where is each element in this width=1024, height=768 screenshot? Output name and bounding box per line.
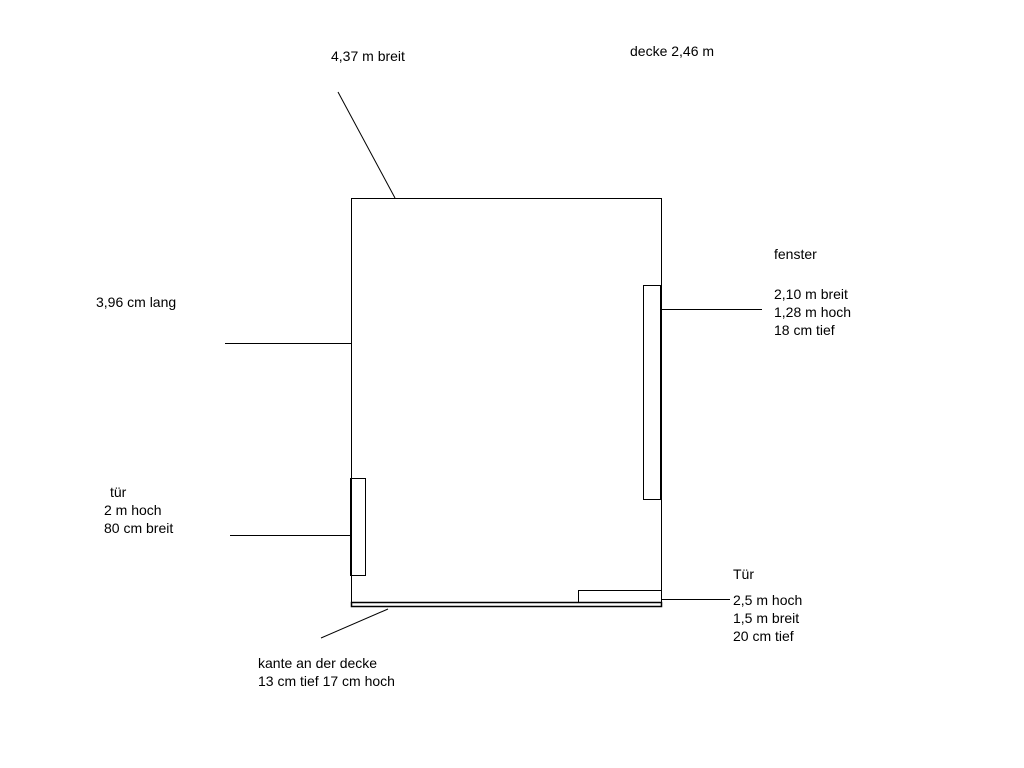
bottom-door-title: Tür xyxy=(733,566,754,582)
window-label-group: fenster 2,10 m breit 1,28 m hoch 18 cm t… xyxy=(774,245,851,339)
window-depth: 18 cm tief xyxy=(774,322,835,338)
window-width: 2,10 m breit xyxy=(774,286,848,302)
room-length-label: 3,96 cm lang xyxy=(96,294,177,310)
leader-ceiling-edge xyxy=(320,608,389,639)
room-outline xyxy=(351,198,662,607)
bottom-door-shape xyxy=(578,590,662,603)
window-shape xyxy=(643,285,661,500)
room-width-label: 4,37 m breit xyxy=(331,48,405,64)
window-height: 1,28 m hoch xyxy=(774,304,852,320)
left-door-title: tür xyxy=(110,484,127,500)
ceiling-edge-label-group: kante an der decke 13 cm tief 17 cm hoch xyxy=(258,654,395,690)
ceiling-edge-line2: 13 cm tief 17 cm hoch xyxy=(258,673,395,689)
bottom-door-depth: 20 cm tief xyxy=(733,628,794,644)
bottom-door-height: 2,5 m hoch xyxy=(733,592,803,608)
bottom-door-width: 1,5 m breit xyxy=(733,610,800,626)
left-door-width: 80 cm breit xyxy=(104,520,174,536)
ceiling-height-label: decke 2,46 m xyxy=(630,43,715,59)
left-door-label-group: tür 2 m hoch 80 cm breit xyxy=(104,483,173,537)
ceiling-edge-line1: kante an der decke xyxy=(258,655,378,671)
leader-room-width xyxy=(337,91,396,199)
left-door-shape xyxy=(350,478,366,576)
bottom-door-label-group: Tür 2,5 m hoch 1,5 m breit 20 cm tief xyxy=(733,565,802,645)
left-door-height: 2 m hoch xyxy=(104,502,162,518)
ceiling-edge-bar xyxy=(350,601,663,608)
window-title: fenster xyxy=(774,246,817,262)
